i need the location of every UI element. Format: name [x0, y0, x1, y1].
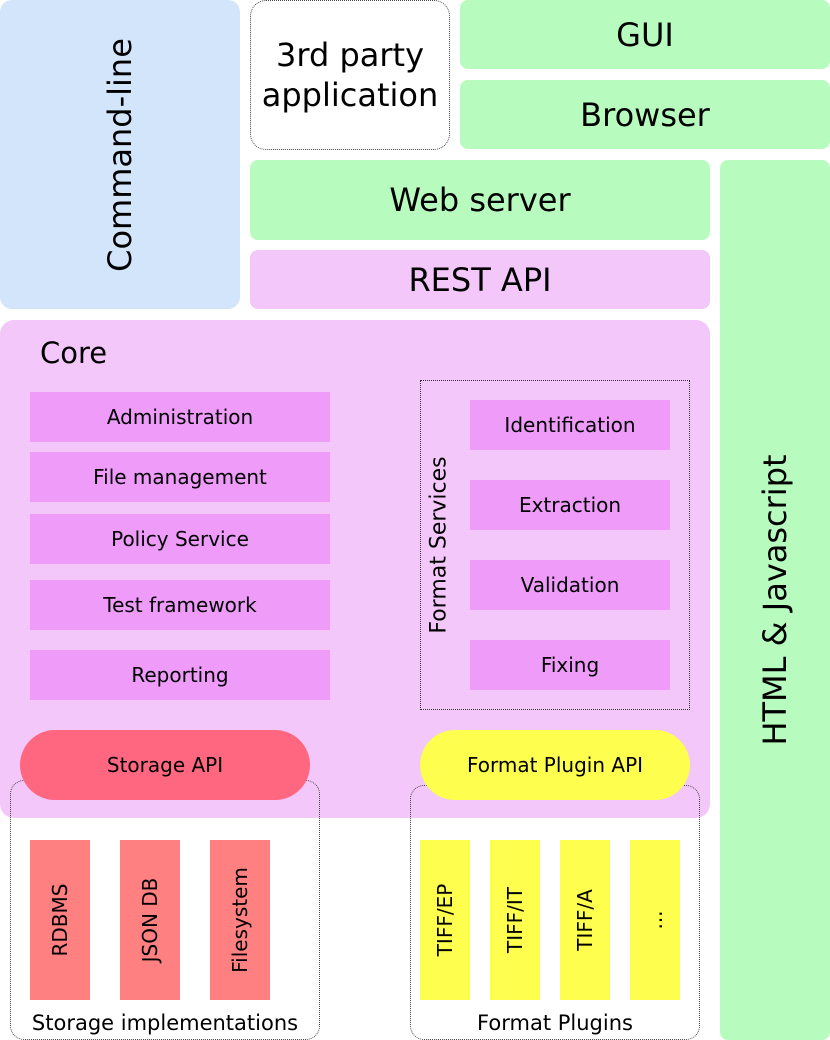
format-service-validation: Validation: [470, 560, 670, 610]
third-party-app-box: 3rd party application: [250, 0, 450, 150]
service-test-framework: Test framework: [30, 580, 330, 630]
service-file-management: File management: [30, 452, 330, 502]
plugin-more: ...: [630, 840, 680, 1000]
format-service-extraction: Extraction: [470, 480, 670, 530]
html-js-layer: HTML & Javascript: [720, 160, 830, 1040]
html-js-label: HTML & Javascript: [756, 454, 794, 746]
plugin-tiff-ep-label: TIFF/EP: [433, 883, 457, 957]
plugin-more-label: ...: [643, 910, 667, 930]
format-plugin-api: Format Plugin API: [420, 730, 690, 800]
plugin-tiff-a-label: TIFF/A: [573, 889, 597, 951]
service-policy: Policy Service: [30, 514, 330, 564]
web-server-label: Web server: [389, 181, 571, 219]
web-server-layer: Web server: [250, 160, 710, 240]
rest-api-label: REST API: [408, 260, 552, 299]
format-services-group: Format Services: [420, 380, 690, 710]
format-service-fixing: Fixing: [470, 640, 670, 690]
browser-label: Browser: [580, 95, 710, 134]
storage-rdbms-label: RDBMS: [48, 883, 72, 957]
plugin-tiff-it-label: TIFF/IT: [503, 887, 527, 953]
storage-json-db: JSON DB: [120, 840, 180, 1000]
storage-filesystem: Filesystem: [210, 840, 270, 1000]
format-services-label: Format Services: [426, 456, 452, 634]
plugin-tiff-a: TIFF/A: [560, 840, 610, 1000]
gui-label: GUI: [616, 15, 674, 54]
command-line-label: Command-line: [101, 37, 139, 272]
browser-layer: Browser: [460, 80, 830, 149]
plugin-tiff-it: TIFF/IT: [490, 840, 540, 1000]
storage-json-db-label: JSON DB: [138, 877, 162, 963]
storage-filesystem-label: Filesystem: [228, 867, 252, 973]
format-service-identification: Identification: [470, 400, 670, 450]
core-title: Core: [40, 336, 108, 370]
gui-layer: GUI: [460, 0, 830, 69]
format-plugins-label: Format Plugins: [477, 1011, 633, 1035]
command-line-layer: Command-line: [0, 0, 240, 309]
service-reporting: Reporting: [30, 650, 330, 700]
third-party-app-label: 3rd party application: [261, 36, 439, 114]
service-administration: Administration: [30, 392, 330, 442]
plugin-tiff-ep: TIFF/EP: [420, 840, 470, 1000]
storage-rdbms: RDBMS: [30, 840, 90, 1000]
storage-implementations-label: Storage implementations: [31, 1011, 299, 1035]
storage-api: Storage API: [20, 730, 310, 800]
rest-api-layer: REST API: [250, 250, 710, 309]
